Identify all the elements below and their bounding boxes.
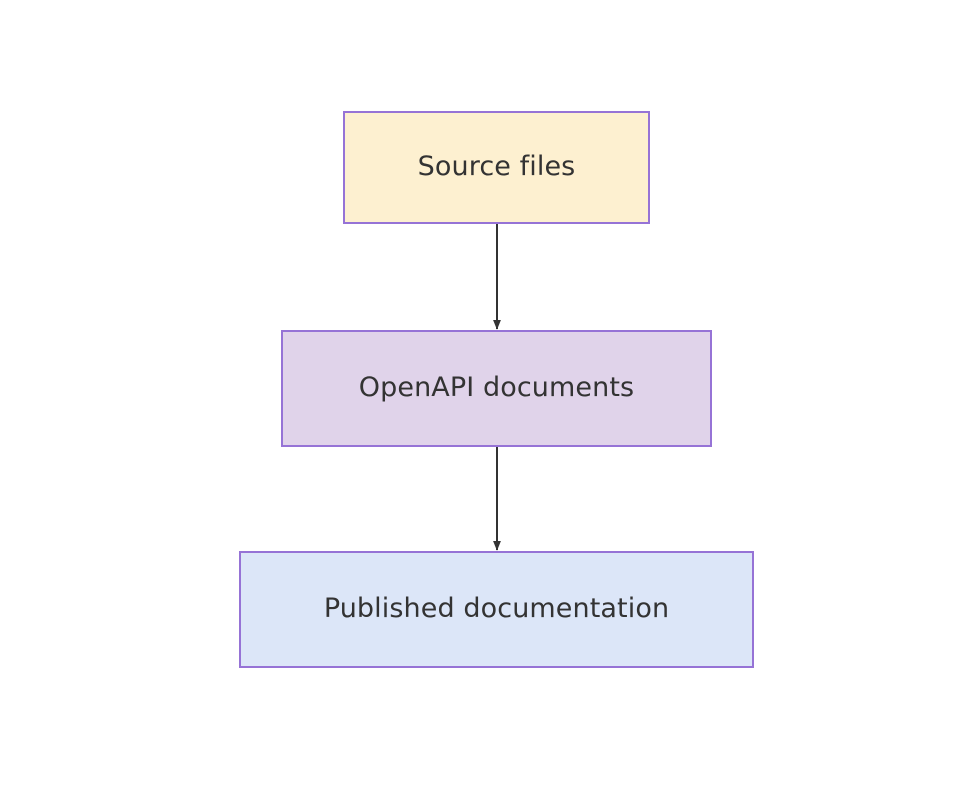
node-openapi-documents[interactable]: OpenAPI documents — [281, 330, 712, 447]
node-published-documentation[interactable]: Published documentation — [239, 551, 754, 668]
node-label-source-files: Source files — [417, 151, 576, 183]
node-source-files[interactable]: Source files — [343, 111, 650, 224]
node-label-openapi-documents: OpenAPI documents — [358, 372, 635, 404]
node-label-published-documentation: Published documentation — [323, 593, 670, 625]
